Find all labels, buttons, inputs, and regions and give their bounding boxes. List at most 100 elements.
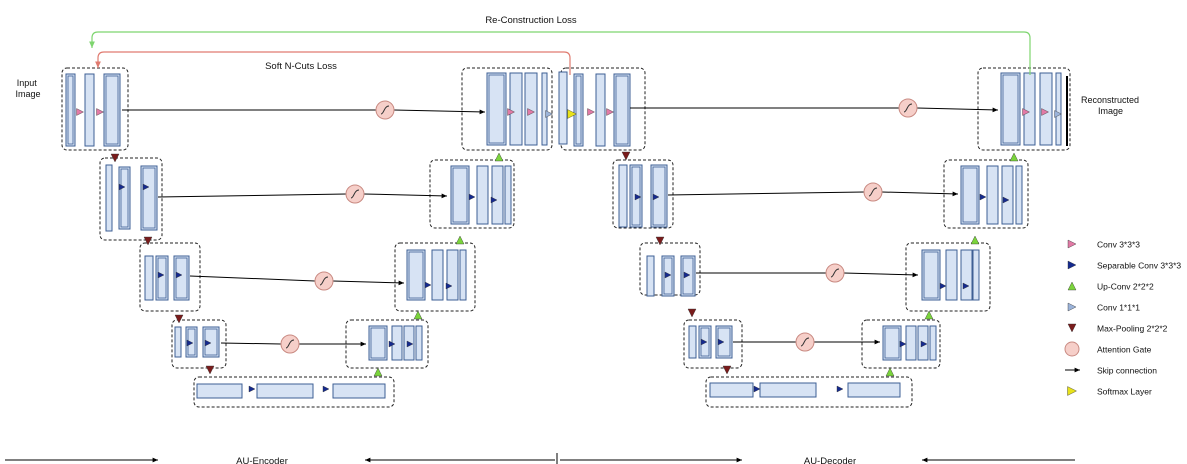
legend-label: Attention Gate [1097, 345, 1152, 355]
feature-block-inner [575, 75, 582, 145]
skip-connection-arrow [881, 191, 959, 197]
separable-conv-marker [920, 340, 928, 348]
feature-block-rect [541, 72, 548, 146]
layer-group-box [171, 319, 227, 369]
feature-block-rect [1001, 165, 1014, 225]
feature-block [573, 73, 584, 147]
feature-block-rect [173, 255, 190, 301]
feature-block [646, 255, 655, 297]
feature-block-rect [509, 72, 523, 146]
conv-3x3x3-marker [1041, 108, 1049, 116]
feature-block [986, 165, 999, 225]
feature-block [202, 326, 220, 358]
input-image-label: Input Image [15, 78, 40, 99]
conv-1x1x1-marker [545, 110, 553, 118]
feature-block [103, 73, 121, 147]
max-pooling-marker [655, 236, 665, 246]
attention-gate-icon [795, 332, 815, 352]
feature-block [415, 325, 423, 361]
up-conv-icon [1067, 281, 1077, 291]
up-conv-marker [885, 367, 895, 377]
feature-block-rect [945, 249, 958, 301]
up-conv-marker [373, 367, 383, 377]
legend-item-separable-conv: Separable Conv 3*3*3 [1067, 260, 1181, 271]
separable-conv-marker [939, 282, 947, 290]
separable-conv-marker [664, 271, 672, 279]
feature-block [174, 326, 182, 358]
feature-block-rect [65, 73, 76, 147]
attention-gate-sigmoid [350, 189, 360, 199]
conv-1x1x1-icon [1067, 302, 1077, 312]
separable-conv-marker [322, 385, 330, 393]
up-conv-marker [494, 152, 504, 162]
conv-3x3x3-icon [1067, 239, 1077, 249]
feature-block-rect [144, 255, 154, 301]
feature-block [558, 71, 568, 145]
conv-3x3x3-marker [527, 108, 535, 116]
feature-block-rect [972, 249, 980, 301]
feature-block [105, 164, 113, 232]
feature-block-rect [905, 325, 917, 361]
feature-blocks [65, 71, 1068, 399]
feature-block-rect [391, 325, 403, 361]
feature-block-inner [1002, 74, 1019, 144]
feature-block-rect [406, 249, 426, 301]
ncuts-loss-line [95, 51, 571, 75]
feature-block-rect [450, 165, 470, 225]
feature-block-rect [558, 71, 568, 145]
separable-conv-marker [406, 340, 414, 348]
feature-block-rect [368, 325, 388, 361]
feature-block-inner [488, 74, 505, 144]
legend-label: Up-Conv 2*2*2 [1097, 282, 1154, 292]
separable-conv-marker [683, 271, 691, 279]
legend-label: Conv 3*3*3 [1097, 240, 1140, 250]
layer-group-box [429, 159, 515, 229]
feature-block [847, 382, 901, 398]
layer-group-box [560, 67, 646, 151]
encoder-label: AU-Encoder [236, 456, 288, 464]
feature-block-rect [174, 326, 182, 358]
feature-block-inner [682, 257, 694, 295]
feature-block-rect [573, 73, 584, 147]
attention-gate-sigmoid [868, 187, 878, 197]
legend-label: Skip connection [1097, 366, 1157, 376]
legend-item-conv-3x3x3: Conv 3*3*3 [1067, 239, 1140, 250]
separable-conv-marker [836, 385, 844, 393]
attention-gate-circle [898, 98, 918, 118]
feature-block [256, 383, 314, 399]
skip-connection-arrow [332, 280, 405, 286]
attention-gate-icon [898, 98, 918, 118]
feature-block [1039, 72, 1053, 146]
feature-block-inner [408, 251, 424, 299]
separable-conv-marker [899, 340, 907, 348]
feature-block [118, 166, 131, 230]
feature-block-rect [486, 72, 507, 146]
up-conv-marker [924, 310, 934, 320]
separable-conv-icon [1067, 260, 1077, 270]
legend-item-up-conv: Up-Conv 2*2*2 [1067, 281, 1154, 292]
feature-block [144, 255, 154, 301]
separable-conv-marker [962, 282, 970, 290]
operation-markers [76, 108, 1062, 393]
feature-block [905, 325, 917, 361]
feature-block-rect [202, 326, 220, 358]
separable-conv-marker [753, 385, 761, 393]
feature-block [491, 165, 504, 225]
feature-block-rect [847, 382, 901, 398]
feature-block [960, 165, 980, 225]
legend-item-max-pooling: Max-Pooling 2*2*2 [1067, 323, 1168, 334]
separable-conv-marker [652, 193, 660, 201]
feature-block [391, 325, 403, 361]
layer-group-box [99, 157, 163, 241]
feature-block [945, 249, 958, 301]
separable-conv-marker [118, 183, 126, 191]
feature-block-rect [921, 249, 941, 301]
max-pooling-icon [1067, 323, 1077, 333]
attention-gate-sigmoid [380, 105, 390, 115]
feature-block-rect [1015, 165, 1023, 225]
attention-gate-sigmoid [830, 268, 840, 278]
layer-group-box [612, 159, 674, 229]
feature-block-rect [618, 164, 628, 228]
legend-item-softmax-layer: Softmax Layer [1067, 386, 1152, 397]
